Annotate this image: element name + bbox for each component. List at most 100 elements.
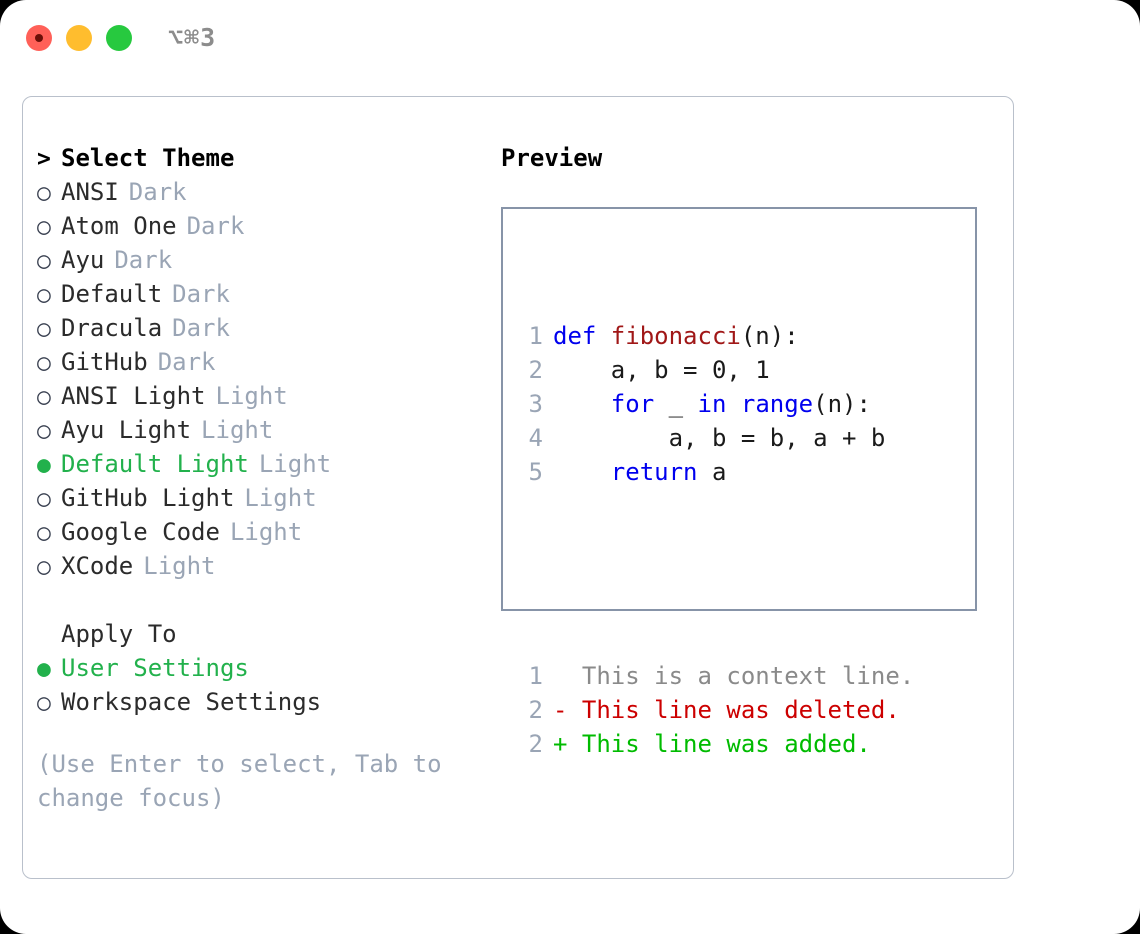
theme-list-item[interactable]: ○ XCode Light [37, 549, 497, 583]
apply-to-option-label: User Settings [61, 654, 249, 682]
code-text: + This line was added. [543, 727, 871, 761]
theme-name-label: Google Code [61, 518, 220, 546]
code-text: a, b = b, a + b [543, 421, 886, 455]
apply-to-header: ○ Apply To [37, 617, 497, 651]
radio-selected-icon[interactable]: ● [37, 656, 51, 682]
code-line: 5 return a [521, 455, 914, 489]
code-line: 4 a, b = b, a + b [521, 421, 914, 455]
apply-to-option-label: Workspace Settings [61, 688, 322, 716]
line-number: 5 [528, 458, 543, 486]
theme-name-label: Ayu Light [61, 416, 192, 444]
line-number: 2 [528, 696, 543, 724]
theme-name-label: GitHub Light [61, 484, 235, 512]
radio-unselected-icon[interactable]: ○ [37, 248, 51, 274]
theme-variant-tag: Light [229, 518, 303, 546]
minimize-window-button[interactable] [66, 25, 92, 51]
select-theme-header: > Select Theme [37, 141, 497, 175]
code-token [553, 390, 611, 418]
theme-list-item[interactable]: ○ GitHub Light Light [37, 481, 497, 515]
radio-unselected-icon[interactable]: ○ [37, 520, 51, 546]
theme-variant-tag: Dark [157, 348, 216, 376]
apply-to-options: ● User Settings ○ Workspace Settings [37, 651, 497, 719]
theme-variant-tag: Light [201, 416, 274, 444]
radio-selected-icon[interactable]: ● [37, 452, 51, 478]
radio-unselected-icon[interactable]: ○ [37, 316, 51, 342]
radio-unselected-icon[interactable]: ○ [37, 214, 51, 240]
radio-unselected-icon[interactable]: ○ [37, 350, 51, 376]
maximize-window-button[interactable] [106, 25, 132, 51]
close-window-button[interactable] [26, 25, 52, 51]
diff-sample: 1 This is a context line. 2 - This line wa… [521, 659, 915, 761]
apply-to-option[interactable]: ● User Settings [37, 651, 497, 685]
theme-list-item[interactable]: ○ Atom One Dark [37, 209, 497, 243]
theme-name-label: Atom One [61, 212, 177, 240]
theme-variant-tag: Light [143, 552, 216, 580]
code-token: range [740, 390, 814, 418]
code-token: a, b = b, a + b [553, 424, 886, 452]
code-token: fibonacci [610, 322, 741, 350]
theme-variant-tag: Dark [114, 246, 173, 274]
diff-line: 2 + This line was added. [521, 727, 914, 761]
code-text: a, b = 0, 1 [543, 353, 770, 387]
prompt-caret-icon: > [37, 146, 51, 172]
theme-variant-tag: Dark [186, 212, 245, 240]
code-token: a [697, 458, 727, 486]
theme-variant-tag: Light [244, 484, 317, 512]
theme-variant-tag: Dark [172, 280, 230, 308]
list-spacer [37, 583, 497, 617]
code-token [726, 390, 740, 418]
title-bar: ⌥⌘3 [0, 0, 1140, 78]
theme-list-item[interactable]: ○ Dracula Dark [37, 311, 497, 345]
line-number: 1 [528, 322, 543, 350]
code-token [553, 458, 611, 486]
radio-unselected-icon[interactable]: ○ [37, 282, 51, 308]
select-theme-title: Select Theme [61, 144, 235, 172]
code-text: return a [543, 455, 727, 489]
line-number: 1 [528, 662, 543, 690]
theme-variant-tag: Dark [172, 314, 230, 342]
theme-list-item[interactable]: ○ Ayu Light Light [37, 413, 497, 447]
line-number: 2 [528, 356, 543, 384]
radio-unselected-icon[interactable]: ○ [37, 384, 51, 410]
theme-list-item[interactable]: ○ Google Code Light [37, 515, 497, 549]
code-line: 3 for _ in range(n): [521, 387, 914, 421]
code-token: This is a context line. [553, 662, 915, 690]
code-token: - This line was deleted. [553, 696, 900, 724]
theme-name-label: Dracula [61, 314, 163, 342]
code-token: (n): [740, 322, 799, 350]
line-number: 3 [528, 390, 543, 418]
code-line: 1 def fibonacci(n): [521, 319, 914, 353]
code-token: (n): [813, 390, 871, 418]
apply-to-marker-placeholder: ○ [37, 618, 61, 652]
code-line: 2 a, b = 0, 1 [521, 353, 914, 387]
theme-variant-tag: Dark [128, 178, 187, 206]
theme-variant-tag: Light [258, 450, 332, 478]
preview-title: Preview [501, 144, 603, 172]
line-number: 2 [528, 730, 543, 758]
code-token: + This line was added. [553, 730, 871, 758]
code-token: _ [654, 390, 698, 418]
keyboard-shortcut-label: ⌥⌘3 [168, 23, 217, 52]
radio-unselected-icon[interactable]: ○ [37, 180, 51, 206]
radio-unselected-icon[interactable]: ○ [37, 690, 51, 716]
code-text: This is a context line. [543, 659, 914, 693]
theme-name-label: XCode [61, 552, 134, 580]
code-token: a, b = 0, 1 [553, 356, 770, 384]
code-token: def [553, 322, 611, 350]
apply-to-option[interactable]: ○ Workspace Settings [37, 685, 497, 719]
radio-unselected-icon[interactable]: ○ [37, 486, 51, 512]
radio-unselected-icon[interactable]: ○ [37, 418, 51, 444]
line-number: 4 [528, 424, 543, 452]
radio-unselected-icon[interactable]: ○ [37, 554, 51, 580]
